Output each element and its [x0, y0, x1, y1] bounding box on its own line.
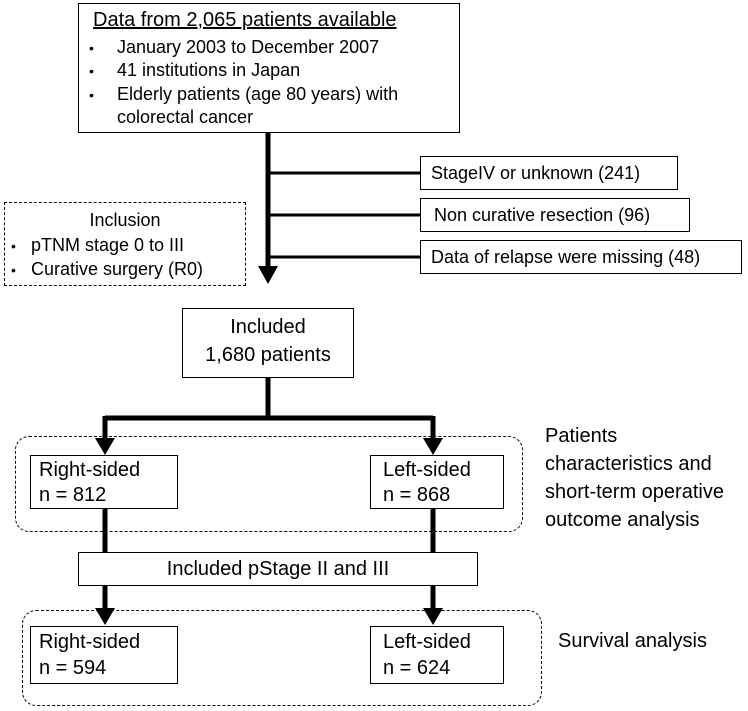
institutions-text: 41 institutions in Japan: [117, 60, 301, 80]
left-sided-label: Left-sided: [383, 459, 471, 481]
right-sided-label: Right-sided: [39, 459, 141, 481]
group1-analysis-note-2: characteristics and: [545, 453, 712, 475]
exclusion-label: Data of relapse were missing (48): [431, 247, 701, 267]
group1-analysis-note-1: Patients: [545, 425, 618, 447]
population-text: Elderly patients (age 80 years) with: [117, 84, 399, 104]
exclusion-box-stage4: StageIV or unknown (241): [420, 156, 678, 190]
group1-analysis-note-4: outcome analysis: [545, 509, 700, 531]
included-label: Included: [230, 316, 306, 338]
right-sided-n: n = 594: [39, 657, 107, 679]
included-box: Included 1,680 patients: [182, 308, 354, 378]
bullet-dot: •: [89, 40, 94, 56]
group1-container: [15, 436, 523, 532]
exclusion-box-noncurative: Non curative resection (96): [420, 198, 690, 232]
inclusion-item-surgery: Curative surgery (R0): [31, 259, 204, 279]
left-sided-box-2: Left-sided n = 624: [370, 626, 504, 684]
inclusion-title: Inclusion: [89, 210, 161, 230]
bullet-dot: •: [89, 63, 94, 79]
exclusion-label: StageIV or unknown (241): [431, 163, 641, 183]
stage-filter-box: Included pStage II and III: [78, 552, 478, 586]
inclusion-box: Inclusion • pTNM stage 0 to III • Curati…: [4, 202, 246, 286]
exclusion-box-relapse-missing: Data of relapse were missing (48): [420, 240, 742, 274]
left-sided-box-1: Left-sided n = 868: [370, 455, 504, 509]
stage-filter-label: Included pStage II and III: [166, 558, 390, 580]
left-sided-n: n = 624: [383, 657, 451, 679]
source-data-title: Data from 2,065 patients available: [93, 9, 397, 31]
bullet-dot: •: [89, 87, 94, 103]
left-sided-n: n = 868: [383, 484, 451, 506]
population-text-cont: colorectal cancer: [117, 107, 254, 127]
right-sided-label: Right-sided: [39, 631, 141, 653]
right-sided-box-2: Right-sided n = 594: [30, 626, 178, 684]
bullet-dot: •: [11, 238, 16, 254]
inclusion-item-stage: pTNM stage 0 to III: [31, 235, 185, 255]
right-sided-n: n = 812: [39, 484, 107, 506]
included-count: 1,680 patients: [205, 344, 331, 366]
left-sided-label: Left-sided: [383, 631, 471, 653]
period-text: January 2003 to December 2007: [117, 37, 380, 57]
right-sided-box-1: Right-sided n = 812: [30, 455, 178, 509]
group1-analysis-note-3: short-term operative: [545, 481, 724, 503]
group2-container: [22, 610, 542, 706]
exclusion-label: Non curative resection (96): [434, 205, 651, 225]
survival-analysis-note: Survival analysis: [558, 630, 707, 652]
bullet-dot: •: [11, 262, 16, 278]
source-data-box: Data from 2,065 patients available • Jan…: [78, 3, 460, 133]
